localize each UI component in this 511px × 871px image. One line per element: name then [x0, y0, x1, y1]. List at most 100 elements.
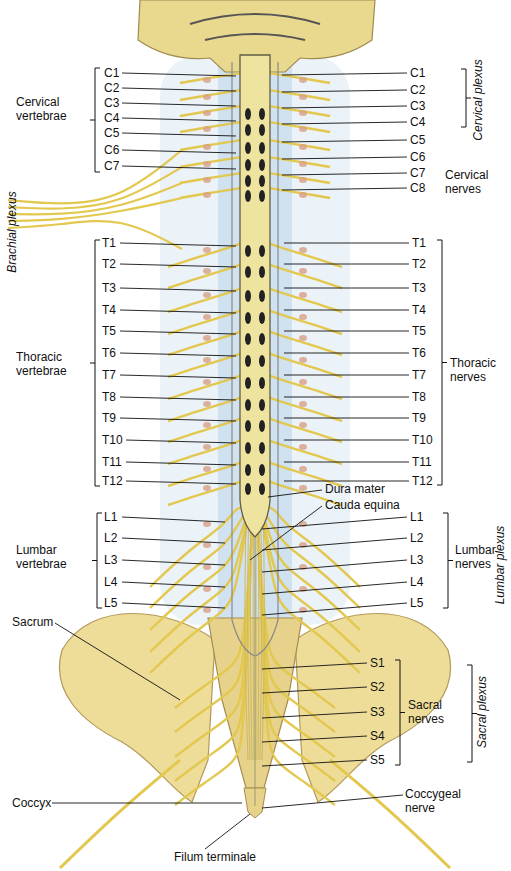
leader-line	[262, 582, 407, 594]
leader-line	[52, 803, 242, 804]
spinal-ganglion	[203, 314, 211, 320]
spinal-nerve	[168, 375, 242, 399]
leader-line	[122, 118, 236, 121]
spinal-ganglion	[203, 292, 211, 298]
level-label: S4	[370, 729, 385, 743]
vertebra-mark	[259, 159, 265, 171]
filum-strand	[255, 537, 256, 806]
spinal-ganglion	[299, 444, 307, 450]
spinal-nerve	[168, 397, 242, 421]
level-label: L3	[104, 553, 117, 567]
spinal-ganglion	[203, 564, 211, 570]
brachial-nerve	[8, 198, 182, 221]
spinal-nerve	[168, 353, 242, 377]
spinal-nerve	[268, 397, 342, 421]
spinal-nerve	[268, 375, 342, 399]
leader-line	[262, 560, 407, 572]
leader-line	[284, 418, 409, 419]
spinal-nerve	[268, 243, 342, 267]
vertebra-mark	[245, 377, 251, 389]
vertebra-mark	[259, 190, 265, 202]
vertebra-mark	[245, 175, 251, 187]
vertebra-mark	[259, 108, 265, 120]
part-label: Coccyx	[12, 796, 51, 810]
bracket	[395, 660, 405, 765]
level-label: T3	[412, 281, 426, 295]
leader-line	[284, 481, 409, 482]
spinal-nerve	[175, 530, 252, 805]
plexus-label: Lumbar plexus	[493, 526, 507, 605]
bracket	[443, 513, 453, 608]
level-label: L5	[104, 596, 117, 610]
part-label: Filum terminale	[174, 850, 256, 864]
leader-line	[126, 440, 236, 443]
spinal-ganglion	[299, 110, 307, 116]
leader-line	[120, 375, 236, 378]
plexus-label: Cervical plexus	[471, 59, 485, 140]
part-label: Dura mater	[325, 482, 385, 496]
level-label: C8	[410, 181, 425, 195]
region-label: Lumbar vertebrae	[16, 543, 94, 571]
spinal-ganglion	[299, 314, 307, 320]
cauda-strand	[250, 520, 252, 760]
level-label: L4	[104, 575, 117, 589]
region-label: Cervical vertebrae	[16, 95, 94, 123]
leader-line	[120, 353, 236, 356]
part-label: Coccygeal nerve	[405, 787, 480, 815]
leader-line	[120, 243, 236, 246]
spinal-nerve	[258, 530, 335, 708]
vertebra-mark	[245, 245, 251, 257]
leader-line	[284, 331, 409, 332]
vertebra-mark	[259, 355, 265, 367]
spinal-ganglion	[203, 192, 211, 198]
leader-line	[282, 73, 407, 75]
leader-line	[250, 506, 322, 560]
vertebra-mark	[245, 142, 251, 154]
vertebra-mark	[245, 442, 251, 454]
spinal-ganglion	[299, 94, 307, 100]
cauda-strand	[260, 520, 262, 760]
level-label: L2	[104, 531, 117, 545]
vertebra-mark	[259, 420, 265, 432]
spinal-ganglion	[203, 485, 211, 491]
level-label: C1	[104, 66, 119, 80]
vertebra-mark	[259, 464, 265, 476]
level-label: C4	[410, 115, 425, 129]
level-label: S3	[370, 705, 385, 719]
leader-line	[120, 288, 236, 291]
level-label: C2	[410, 83, 425, 97]
spinal-ganglion	[203, 335, 211, 341]
vertebra-mark	[245, 266, 251, 278]
leader-line	[284, 288, 409, 289]
leader-line	[282, 90, 407, 92]
vertebra-mark	[245, 355, 251, 367]
leader-line	[282, 140, 407, 142]
level-label: T1	[412, 236, 426, 250]
level-label: T11	[102, 455, 122, 469]
leader-line	[284, 375, 409, 376]
leader-line	[120, 310, 236, 313]
level-label: L2	[410, 531, 423, 545]
leader-line	[282, 122, 407, 124]
spinal-nerve	[180, 140, 242, 150]
brachial-nerve	[8, 167, 182, 209]
spinal-nerve	[268, 331, 342, 355]
level-label: L5	[410, 596, 423, 610]
spinal-ganglion	[299, 422, 307, 428]
level-label: T2	[412, 257, 426, 271]
spinal-ganglion	[203, 247, 211, 253]
spinal-ganglion	[203, 161, 211, 167]
spinal-cord	[240, 55, 270, 537]
spinal-nerve	[168, 331, 242, 355]
vertebra-mark	[245, 290, 251, 302]
bracket	[90, 68, 100, 172]
spinal-ganglion	[203, 466, 211, 472]
spinal-nerve	[180, 122, 242, 132]
cauda-strand	[248, 520, 250, 760]
level-label: C6	[104, 143, 119, 157]
spinal-ganglion	[203, 177, 211, 183]
leader-line	[120, 418, 236, 421]
vertebra-mark	[259, 290, 265, 302]
leader-line	[122, 73, 236, 76]
